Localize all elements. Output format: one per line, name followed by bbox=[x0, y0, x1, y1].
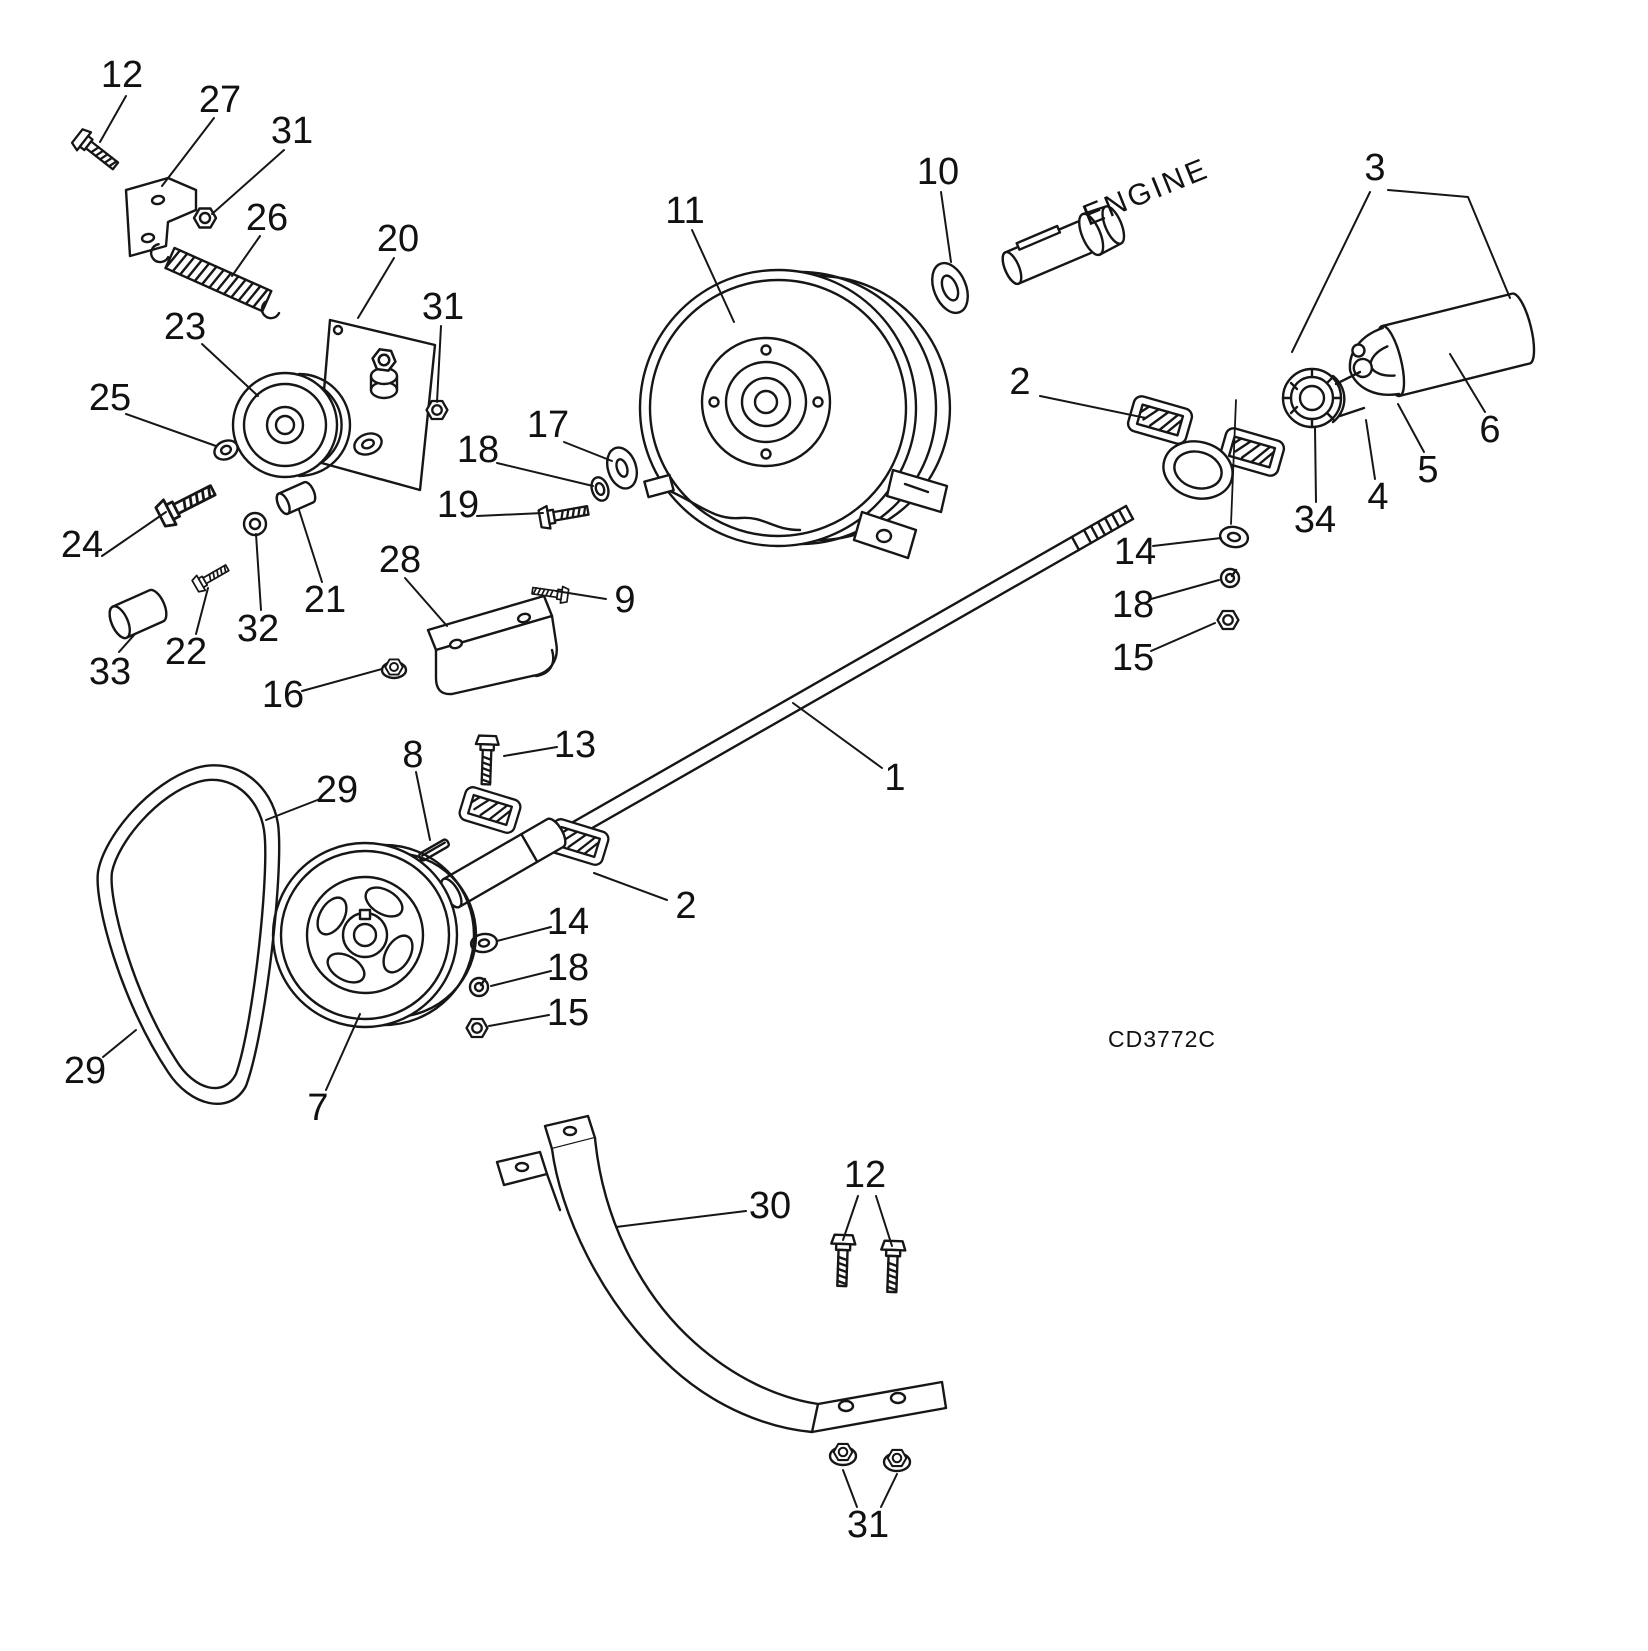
nut-31-top bbox=[192, 207, 218, 229]
pulley-7 bbox=[271, 841, 478, 1029]
bolt-12-top bbox=[69, 125, 124, 177]
bolt-12-bottom-left bbox=[828, 1233, 857, 1288]
bolt-24 bbox=[152, 476, 221, 531]
bracket-27 bbox=[124, 176, 198, 258]
washer-18-left bbox=[590, 476, 610, 502]
engine-label: ENGINE bbox=[1078, 152, 1214, 232]
washer-10 bbox=[931, 261, 969, 315]
leader-lines bbox=[99, 95, 1511, 1508]
spacer-21 bbox=[275, 480, 317, 516]
washer-14-right bbox=[1218, 525, 1250, 549]
nut-15-center bbox=[465, 1017, 489, 1039]
spacer-33 bbox=[108, 588, 168, 640]
bolt-22 bbox=[190, 559, 233, 595]
v-belt-29 bbox=[96, 764, 281, 1105]
lockwasher-18-right bbox=[1219, 567, 1241, 589]
nut-31-plate bbox=[425, 399, 449, 421]
bolt-13 bbox=[473, 734, 501, 786]
drawing-code: CD3772C bbox=[1108, 1026, 1216, 1052]
ujoint-and-tube bbox=[1348, 292, 1536, 398]
washer-32 bbox=[242, 511, 268, 537]
flange-nut-31-right bbox=[882, 1448, 912, 1473]
bolt-19 bbox=[536, 498, 591, 532]
coupler-34 bbox=[1281, 367, 1346, 429]
bolt-12-bottom-right bbox=[878, 1239, 907, 1294]
driveshaft-1 bbox=[522, 504, 1135, 865]
washer-17 bbox=[605, 446, 639, 490]
washer-25 bbox=[213, 439, 239, 461]
bearing-hanger-2-right bbox=[1125, 393, 1287, 500]
flange-nut-16 bbox=[380, 658, 408, 680]
engine-shaft-stub bbox=[1001, 205, 1126, 286]
flange-nut-31-left bbox=[828, 1442, 858, 1467]
belt-guide-bracket-28 bbox=[426, 594, 558, 696]
electric-clutch-11 bbox=[638, 268, 952, 560]
mount-plate-20 bbox=[316, 318, 437, 492]
nut-15-right bbox=[1216, 609, 1240, 631]
idler-pulley-23 bbox=[231, 371, 352, 479]
extension-spring-26 bbox=[149, 242, 281, 320]
guard-strap-30 bbox=[495, 1114, 948, 1434]
lockwasher-18-center bbox=[468, 976, 490, 998]
